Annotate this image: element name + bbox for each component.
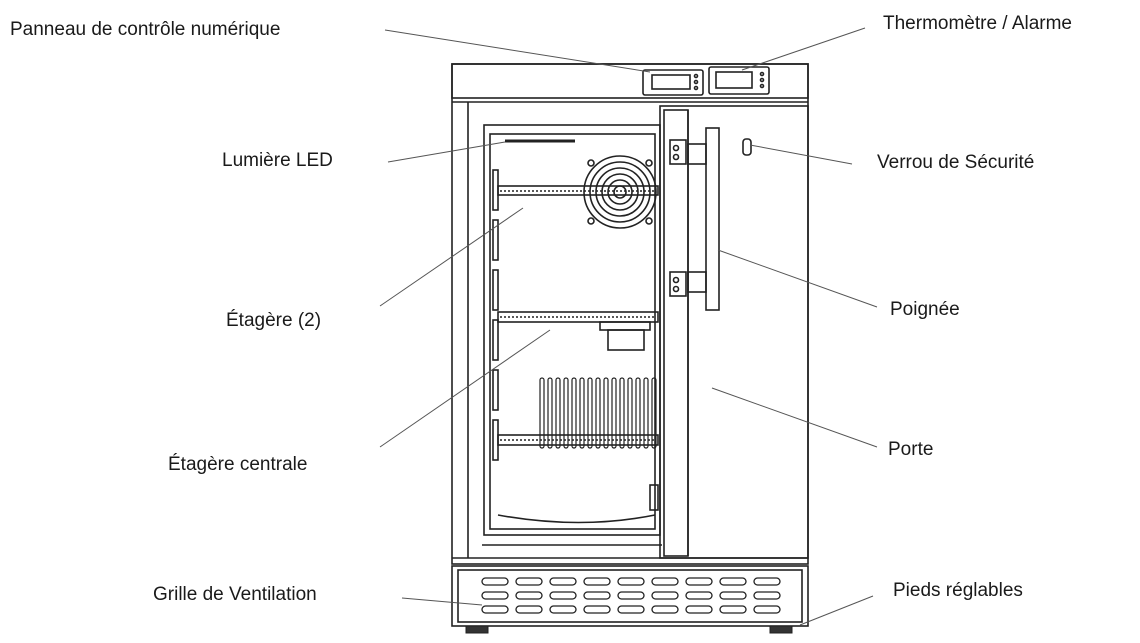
top-panel <box>451 63 809 99</box>
shelf-rails <box>492 169 499 461</box>
feet <box>465 625 793 634</box>
base <box>451 565 809 627</box>
label-vent-grille: Grille de Ventilation <box>153 584 317 605</box>
label-central-shelf: Étagère centrale <box>168 454 308 475</box>
cabinet-outline <box>451 63 809 565</box>
vent-slots <box>481 577 781 614</box>
label-door: Porte <box>888 439 934 460</box>
label-thermometer: Thermomètre / Alarme <box>883 13 1072 34</box>
label-security-lock: Verrou de Sécurité <box>877 152 1035 173</box>
leader-lines <box>379 27 878 626</box>
label-control-panel: Panneau de contrôle numérique <box>10 19 281 40</box>
label-led-light: Lumière LED <box>222 150 333 171</box>
label-shelf: Étagère (2) <box>226 310 322 331</box>
hinge-top <box>669 139 687 165</box>
thermometer-display <box>708 66 770 95</box>
door-panel <box>659 105 809 559</box>
control-panel-display <box>642 69 704 96</box>
label-handle: Poignée <box>890 299 960 320</box>
evaporator-slots <box>539 377 657 449</box>
security-lock <box>742 138 752 156</box>
central-shelf <box>497 311 659 323</box>
door-handle <box>705 127 720 311</box>
fan <box>583 155 657 229</box>
label-adjustable-feet: Pieds réglables <box>893 580 1023 601</box>
hinge-bottom <box>669 271 687 297</box>
